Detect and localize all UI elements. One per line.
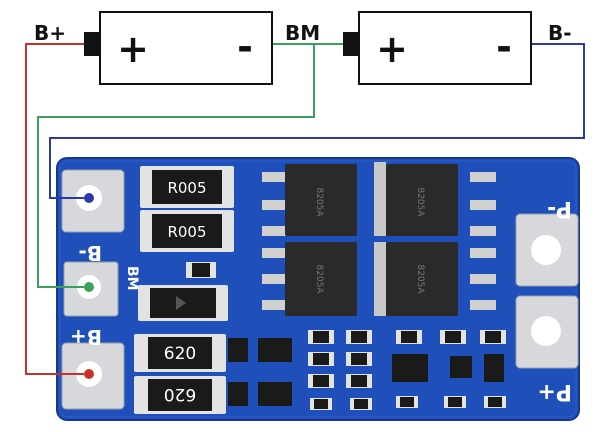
resistor-2: R005 xyxy=(140,210,234,252)
pad-b-plus xyxy=(61,342,125,410)
pad-bm xyxy=(63,261,119,317)
mosfet-4: 8205A xyxy=(374,242,496,316)
ic-row xyxy=(228,338,504,406)
mosfet-2-mark: 8205A xyxy=(415,187,425,217)
small-passives xyxy=(308,330,506,410)
smd-small-1 xyxy=(186,262,216,278)
mosfet-2: 8205A xyxy=(374,162,496,236)
mosfet-3-mark: 8205A xyxy=(314,264,324,294)
cell-2-minus: - xyxy=(496,25,512,69)
mosfet-3: 8205A xyxy=(262,242,357,316)
silk-b-minus: B- xyxy=(78,241,102,265)
pad-b-minus xyxy=(61,169,125,233)
wire-red xyxy=(25,43,95,375)
cell-1-minus: - xyxy=(237,25,253,69)
capacitor-1-label: 620 xyxy=(164,344,196,364)
battery-cell-1: + - xyxy=(84,11,273,85)
cell-2-plus: + xyxy=(376,27,408,71)
battery-cell-2: + - xyxy=(343,11,532,85)
mosfet-4-mark: 8205A xyxy=(415,264,425,294)
terminal-label-bm: BM xyxy=(285,21,321,45)
pad-p-minus xyxy=(515,213,579,287)
resistor-1-label: R005 xyxy=(167,179,206,197)
resistor-2-label: R005 xyxy=(167,223,206,241)
terminal-label-b-minus: B- xyxy=(548,21,572,45)
pad-p-plus xyxy=(515,295,579,369)
resistor-1: R005 xyxy=(140,166,234,208)
silk-p-minus: P- xyxy=(547,196,572,221)
terminal-label-b-plus: B+ xyxy=(34,21,67,45)
silk-p-plus: P+ xyxy=(537,379,572,404)
wire-blue xyxy=(49,43,585,199)
silk-b-plus: B+ xyxy=(70,325,102,349)
cell-1-plus: + xyxy=(117,27,149,71)
capacitor-2-label: 620 xyxy=(164,384,196,404)
mosfet-1: 8205A xyxy=(262,164,357,236)
silk-bm: BM xyxy=(124,266,140,291)
capacitor-2: 620 xyxy=(134,376,226,414)
mosfet-1-mark: 8205A xyxy=(314,187,324,217)
capacitor-1: 620 xyxy=(134,334,226,372)
wire-green xyxy=(37,43,343,288)
diode xyxy=(138,285,228,321)
